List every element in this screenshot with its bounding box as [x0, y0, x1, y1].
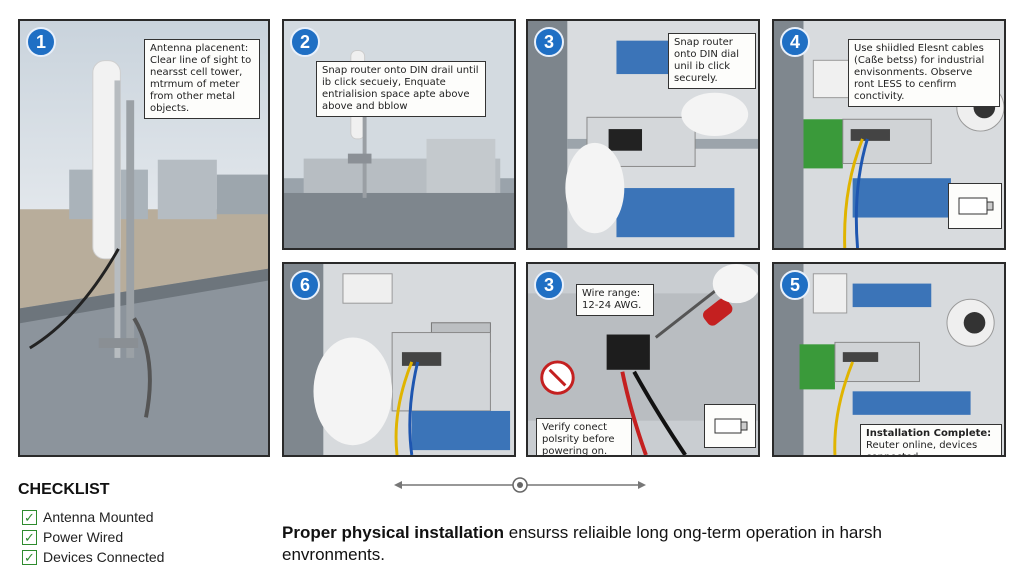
arrow-left-icon[interactable] [394, 481, 402, 489]
cable-connection-scene [284, 264, 511, 455]
step-callout: Verify conect polsrity before powering o… [536, 418, 632, 455]
checklist-item-label: Antenna Mounted [43, 509, 154, 525]
step-panel-4: 4 Use shiidled Elesnt cables (Caße betss… [772, 19, 1006, 250]
step-panel-7: 3 Wire range: 12-24 AWG. Verify conect p… [526, 262, 760, 457]
step-badge: 5 [780, 270, 810, 300]
checklist-item-label: Power Wired [43, 529, 124, 545]
checklist-title: CHECKLIST [18, 481, 110, 498]
checklist-item: ✓ Power Wired [22, 529, 123, 545]
step-panel-6: 6 [282, 262, 516, 457]
checkmark-icon: ✓ [22, 529, 37, 545]
checkmark-icon: ✓ [22, 509, 37, 525]
din-rail-snap-scene [528, 21, 758, 248]
caption-emphasis: Proper physical installation [282, 523, 505, 542]
summary-caption: Proper physical installation ensurss rel… [282, 522, 922, 566]
step-callout: Wire range: 12-24 AWG. [576, 284, 654, 316]
connector-inset [948, 183, 1002, 229]
ethernet-connector-icon [958, 197, 994, 215]
arrow-right-icon[interactable] [638, 481, 646, 489]
completion-title: Installation Complete: [866, 428, 992, 439]
completion-body: Reuter online, devices connected [866, 440, 978, 455]
rooftop-router-scene [284, 21, 514, 248]
caption-rest: ensurss reliaible long ong-term operatio… [282, 523, 882, 564]
step-callout: Use shiidled Elesnt cables (Caße betss) … [848, 39, 1000, 107]
checklist-item: ✓ Antenna Mounted [22, 509, 154, 525]
step-badge: 1 [26, 27, 56, 57]
terminal-connector-icon [714, 418, 748, 434]
connector-inset [704, 404, 756, 448]
step-badge: 4 [780, 27, 810, 57]
step-callout: Snap router onto DIN drail until ib clic… [316, 61, 486, 117]
checklist-item: ✓ Devices Connected [22, 549, 164, 565]
checkmark-icon: ✓ [22, 549, 37, 565]
completion-callout: Installation Complete: Reuter online, de… [860, 424, 1002, 455]
step-badge: 2 [290, 27, 320, 57]
step-callout: Snap router onto DIN dial unil ib click … [668, 33, 756, 89]
step-badge: 3 [534, 270, 564, 300]
step-badge: 6 [290, 270, 320, 300]
step-panel-8: 5 Installation Complete: Reuter online, … [772, 262, 1006, 457]
carousel-slider[interactable] [392, 476, 648, 494]
step-panel-3: 3 Snap router onto DIN dial unil ib clic… [526, 19, 760, 250]
step-badge: 3 [534, 27, 564, 57]
step-panel-2: 2 Snap router onto DIN drail until ib cl… [282, 19, 516, 250]
step-panel-1: 1 Antenna placenent: Clear line of sight… [18, 19, 270, 457]
step-callout: Antenna placenent: Clear line of sight t… [144, 39, 260, 119]
checklist-item-label: Devices Connected [43, 549, 165, 565]
